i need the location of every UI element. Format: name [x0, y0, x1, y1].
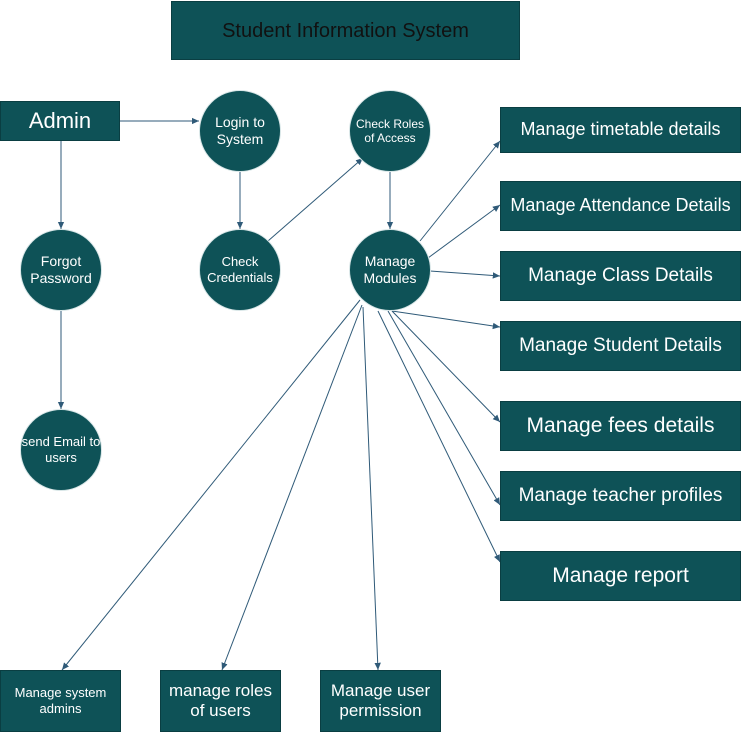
- node-admin: Admin: [0, 101, 120, 141]
- node-manage-user-permission: Manage user permission: [320, 670, 441, 732]
- edge-check-credentials-to-check-roles: [267, 157, 364, 242]
- edge-modules-to-roles-of-users: [221, 304, 363, 671]
- node-manage-roles-of-users: manage roles of users: [160, 670, 281, 732]
- edge-modules-to-system-admins: [61, 299, 361, 671]
- node-manage-teacher-profiles: Manage teacher profiles: [500, 471, 741, 521]
- edges: [57, 117, 501, 671]
- edge-modules-to-report: [377, 310, 501, 563]
- edge-modules-to-teacher: [387, 310, 501, 506]
- node-forgot-password: Forgot Password: [20, 229, 102, 311]
- node-manage-student-details: Manage Student Details: [500, 321, 741, 371]
- node-manage-timetable-details: Manage timetable details: [500, 107, 741, 153]
- node-login-to-system: Login to System: [199, 90, 281, 172]
- edge-modules-to-user-permission: [362, 306, 381, 671]
- node-manage-system-admins: Manage system admins: [0, 670, 121, 732]
- diagram-title: Student Information System: [171, 1, 520, 60]
- node-check-credentials: Check Credentials: [199, 229, 281, 311]
- node-manage-fees-details: Manage fees details: [500, 401, 741, 451]
- edge-modules-to-fees: [391, 310, 501, 423]
- node-manage-modules: Manage Modules: [349, 229, 431, 311]
- node-manage-report: Manage report: [500, 551, 741, 601]
- node-send-email-to-users: send Email to users: [20, 409, 102, 491]
- node-manage-attendance-details: Manage Attendance Details: [500, 181, 741, 231]
- node-check-roles-of-access: Check Roles of Access: [349, 90, 431, 172]
- edge-modules-to-class: [429, 270, 501, 279]
- node-manage-class-details: Manage Class Details: [500, 251, 741, 301]
- edge-modules-to-student: [391, 310, 501, 330]
- edge-modules-to-timetable: [419, 140, 501, 242]
- edge-modules-to-attendance: [427, 204, 501, 259]
